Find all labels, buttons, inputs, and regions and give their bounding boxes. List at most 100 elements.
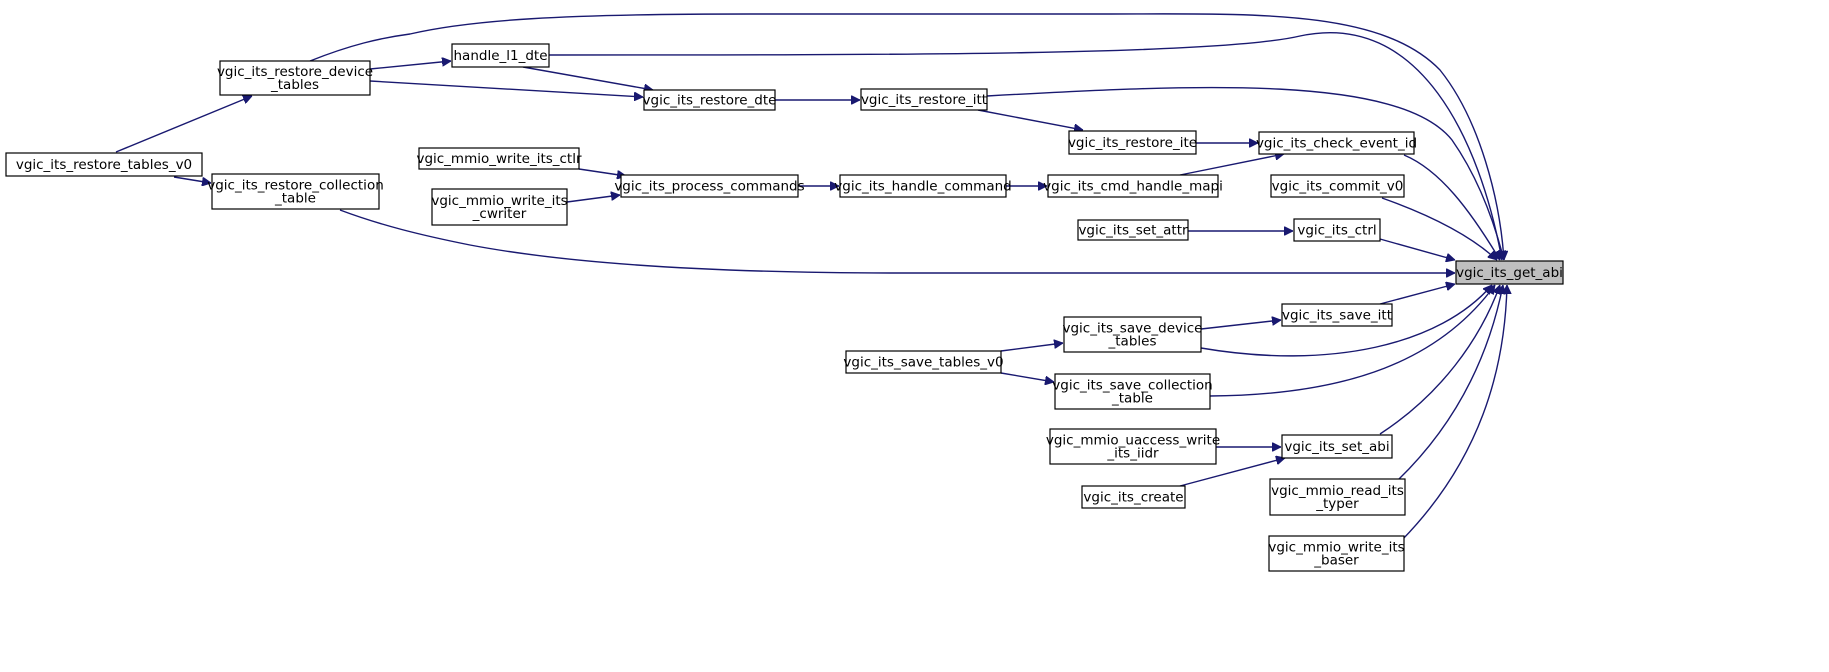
node-box[interactable] <box>211 173 380 210</box>
edge-handle_l1_dte-to-vgic_its_get_abi <box>548 32 1502 260</box>
edge-vgic_its_restore_itt-to-vgic_its_get_abi <box>986 86 1504 260</box>
node-box[interactable] <box>1281 303 1393 327</box>
node-vgic_its_set_attr[interactable]: vgic_its_set_attr <box>1077 219 1189 241</box>
node-label: vgic_its_save_device <box>1062 321 1202 337</box>
edge-vgic_its_save_itt-to-vgic_its_get_abi <box>1379 284 1455 305</box>
node-box[interactable] <box>839 174 1007 198</box>
node-box[interactable] <box>643 89 776 111</box>
node-box[interactable] <box>1269 478 1406 516</box>
edge-handle_l1_dte-to-vgic_its_restore_dte <box>522 66 653 90</box>
node-vgic_its_ctrl[interactable]: vgic_its_ctrl <box>1293 218 1381 242</box>
node-label: vgic_mmio_write_its <box>431 193 567 209</box>
node-vgic_its_cmd_handle_mapi[interactable]: vgic_its_cmd_handle_mapi <box>1043 174 1223 198</box>
node-vgic_mmio_uaccess_write_its_iidr[interactable]: vgic_mmio_uaccess_write_its_iidr <box>1046 428 1220 465</box>
node-box[interactable] <box>219 60 371 96</box>
node-label: _tables <box>1108 334 1157 350</box>
node-box[interactable] <box>860 88 988 111</box>
node-label: vgic_mmio_write_its <box>1268 540 1404 556</box>
node-vgic_its_handle_command[interactable]: vgic_its_handle_command <box>834 174 1012 198</box>
node-box[interactable] <box>1081 485 1186 509</box>
node-vgic_its_commit_v0[interactable]: vgic_its_commit_v0 <box>1270 174 1405 198</box>
node-label: vgic_its_get_abi <box>1456 265 1563 281</box>
node-vgic_its_save_itt[interactable]: vgic_its_save_itt <box>1281 303 1393 327</box>
node-vgic_its_restore_device_tables[interactable]: vgic_its_restore_device_tables <box>217 60 373 96</box>
edge-vgic_its_save_tables_v0-to-vgic_its_save_device_tables <box>1000 343 1063 352</box>
node-box[interactable] <box>1063 316 1202 353</box>
nodes-layer: vgic_its_restore_tables_v0 vgic_its_resto… <box>5 43 1564 572</box>
node-vgic_mmio_write_its_cwriter[interactable]: vgic_mmio_write_its_cwriter <box>431 188 568 226</box>
node-vgic_its_save_tables_v0[interactable]: vgic_its_save_tables_v0 <box>843 350 1004 374</box>
node-label: vgic_its_restore_collection <box>207 178 384 194</box>
node-vgic_its_restore_collection_table[interactable]: vgic_its_restore_collection_table <box>207 173 384 210</box>
node-label: vgic_its_restore_itt <box>861 92 987 108</box>
node-label: handle_l1_dte <box>453 48 547 64</box>
node-box[interactable] <box>1054 373 1211 410</box>
edge-vgic_its_restore_collection_table-to-vgic_its_get_abi <box>339 209 1455 273</box>
node-vgic_its_restore_dte[interactable]: vgic_its_restore_dte <box>643 89 777 111</box>
node-box[interactable] <box>1068 130 1197 155</box>
node-box[interactable] <box>1281 434 1393 459</box>
node-box[interactable] <box>1049 428 1217 465</box>
node-vgic_its_save_device_tables[interactable]: vgic_its_save_device_tables <box>1062 316 1203 353</box>
edge-vgic_its_save_tables_v0-to-vgic_its_save_collection_table <box>1000 372 1054 382</box>
node-vgic_its_set_abi[interactable]: vgic_its_set_abi <box>1281 434 1393 459</box>
node-box[interactable] <box>845 350 1002 374</box>
node-box[interactable] <box>1268 535 1405 572</box>
node-label: vgic_its_restore_ite <box>1068 135 1197 151</box>
node-handle_l1_dte[interactable]: handle_l1_dte <box>451 43 550 68</box>
node-vgic_mmio_write_its_ctlr[interactable]: vgic_mmio_write_its_ctlr <box>416 147 582 170</box>
node-vgic_its_restore_ite[interactable]: vgic_its_restore_ite <box>1068 130 1197 155</box>
node-box[interactable] <box>620 174 799 198</box>
node-label: vgic_mmio_write_its_ctlr <box>416 151 582 167</box>
node-box[interactable] <box>451 43 550 68</box>
node-vgic_its_save_collection_table[interactable]: vgic_its_save_collection_table <box>1052 373 1213 410</box>
edge-vgic_its_create-to-vgic_its_set_abi <box>1179 458 1285 487</box>
node-box[interactable] <box>1047 174 1219 198</box>
node-box[interactable] <box>5 152 203 177</box>
node-box[interactable] <box>1455 260 1564 285</box>
edge-vgic_its_ctrl-to-vgic_its_get_abi <box>1379 238 1455 260</box>
edge-vgic_mmio_read_its_typer-to-vgic_its_get_abi <box>1397 285 1503 481</box>
node-vgic_its_restore_tables_v0[interactable]: vgic_its_restore_tables_v0 <box>5 152 203 177</box>
edge-vgic_its_restore_tables_v0-to-vgic_its_restore_device_tables <box>115 96 252 153</box>
node-vgic_mmio_write_its_baser[interactable]: vgic_mmio_write_its_baser <box>1268 535 1405 572</box>
node-label: vgic_its_restore_tables_v0 <box>16 157 192 173</box>
edge-vgic_its_restore_device_tables-to-handle_l1_dte <box>369 61 451 70</box>
edge-vgic_its_save_device_tables-to-vgic_its_save_itt <box>1200 320 1281 330</box>
node-box[interactable] <box>418 147 580 170</box>
edge-vgic_its_save_collection_table-to-vgic_its_get_abi <box>1209 285 1495 397</box>
node-label: vgic_its_process_commands <box>614 179 804 195</box>
edge-vgic_mmio_write_its_baser-to-vgic_its_get_abi <box>1401 285 1507 541</box>
edge-vgic_its_save_device_tables-to-vgic_its_get_abi <box>1200 285 1492 357</box>
edge-vgic_its_cmd_handle_mapi-to-vgic_its_check_event_id <box>1179 154 1284 176</box>
node-box[interactable] <box>1258 131 1415 155</box>
node-vgic_its_create[interactable]: vgic_its_create <box>1081 485 1186 509</box>
node-label: vgic_its_ctrl <box>1297 223 1376 239</box>
node-vgic_its_restore_itt[interactable]: vgic_its_restore_itt <box>860 88 988 111</box>
edge-vgic_its_commit_v0-to-vgic_its_get_abi <box>1381 197 1497 260</box>
node-box[interactable] <box>431 188 568 226</box>
edge-vgic_mmio_write_its_ctlr-to-vgic_its_process_commands <box>578 168 626 176</box>
edge-vgic_its_restore_tables_v0-to-vgic_its_get_abi <box>309 13 1504 260</box>
node-vgic_mmio_read_its_typer[interactable]: vgic_mmio_read_its_typer <box>1269 478 1406 516</box>
node-label: vgic_its_cmd_handle_mapi <box>1043 179 1223 195</box>
node-label: vgic_its_commit_v0 <box>1272 179 1404 195</box>
node-label: vgic_mmio_uaccess_write <box>1046 433 1220 449</box>
edge-vgic_its_restore_itt-to-vgic_its_restore_ite <box>977 109 1083 130</box>
node-box[interactable] <box>1270 174 1405 198</box>
edges-layer <box>115 13 1507 541</box>
edge-vgic_its_restore_tables_v0-to-vgic_its_restore_collection_table <box>173 176 211 183</box>
node-label: _cwriter <box>472 206 527 222</box>
node-label: vgic_its_handle_command <box>834 179 1011 195</box>
node-vgic_its_get_abi[interactable]: vgic_its_get_abi <box>1455 260 1564 285</box>
node-vgic_its_process_commands[interactable]: vgic_its_process_commands <box>614 174 805 198</box>
node-vgic_its_check_event_id[interactable]: vgic_its_check_event_id <box>1256 131 1417 155</box>
edge-vgic_mmio_write_its_cwriter-to-vgic_its_process_commands <box>566 195 620 203</box>
node-label: vgic_its_restore_dte <box>643 93 777 109</box>
node-box[interactable] <box>1077 219 1189 241</box>
node-label: vgic_mmio_read_its <box>1271 483 1404 499</box>
node-box[interactable] <box>1293 218 1381 242</box>
edge-vgic_its_check_event_id-to-vgic_its_get_abi <box>1403 154 1501 260</box>
node-label: vgic_its_set_abi <box>1284 439 1389 455</box>
